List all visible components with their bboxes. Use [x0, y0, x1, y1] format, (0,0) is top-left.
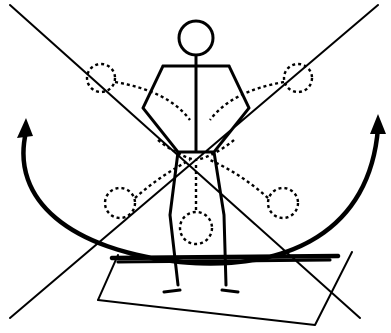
- cross-line-right-to-left: [10, 5, 378, 318]
- dotted-hand-center: [180, 212, 212, 244]
- left-arc-arrow-icon: [17, 118, 33, 138]
- dotted-arm-lower-left: [135, 160, 190, 198]
- dotted-hand-lower-right: [268, 188, 298, 218]
- left-foot: [164, 290, 180, 292]
- dotted-hand-lower-left: [105, 188, 135, 218]
- dotted-hand-upper-right: [284, 64, 312, 92]
- rotation-arrow: [17, 114, 386, 263]
- platform-left-edge: [98, 255, 118, 300]
- right-arc-arrow-icon: [370, 114, 386, 134]
- cross-lines: [10, 5, 378, 318]
- head-circle-icon: [179, 21, 213, 55]
- right-foot: [222, 290, 238, 292]
- stick-figure: [143, 21, 249, 292]
